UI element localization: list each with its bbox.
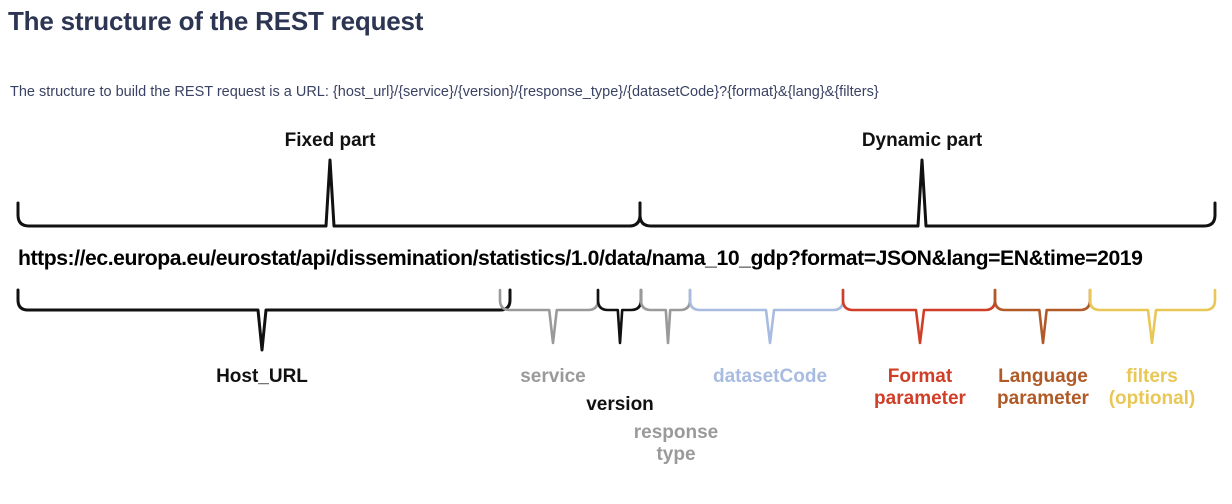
part-label-dataset-code: datasetCode: [713, 366, 827, 388]
group-label-dynamic-part: Dynamic part: [861, 130, 983, 151]
brace-version: [596, 288, 643, 345]
rest-request-structure-diagram: Fixed part Dynamic part https://ec.europa…: [0, 118, 1232, 504]
part-label-line1: Format: [887, 366, 953, 387]
brace-response-type: [639, 288, 692, 345]
part-label-version: version: [586, 394, 654, 416]
brace-language-parameter: [993, 288, 1092, 345]
part-label-line1: datasetCode: [712, 366, 828, 387]
brace-format-parameter: [841, 288, 997, 345]
part-label-filters: filters(optional): [1109, 366, 1196, 410]
brace-dynamic-part: [638, 158, 1217, 228]
brace-fixed-part: [16, 158, 642, 228]
brace-service: [498, 288, 600, 345]
part-label-line2: (optional): [1108, 387, 1196, 409]
part-label-line1: Host_URL: [216, 366, 308, 387]
rest-url-text: https://ec.europa.eu/eurostat/api/dissem…: [18, 246, 1143, 270]
page-title: The structure of the REST request: [8, 6, 424, 36]
part-label-line1: Language: [998, 366, 1088, 387]
brace-layer: [16, 158, 1217, 352]
part-label-line1: filters: [1126, 366, 1178, 387]
part-label-line2: parameter: [874, 387, 966, 409]
part-label-line2: type: [656, 443, 696, 465]
part-label-line2: parameter: [997, 387, 1089, 409]
part-label-service: service: [520, 366, 586, 388]
part-label-line1: response: [633, 422, 719, 443]
brace-dataset-code: [688, 288, 845, 345]
part-label-host-url: Host_URL: [216, 366, 308, 388]
group-label-fixed-part: Fixed part: [284, 130, 376, 151]
part-label-line1: service: [520, 366, 586, 387]
page-subtitle: The structure to build the REST request …: [10, 84, 879, 100]
brace-host-url: [16, 288, 512, 352]
part-label-line1: version: [586, 394, 654, 415]
brace-filters: [1088, 288, 1217, 345]
